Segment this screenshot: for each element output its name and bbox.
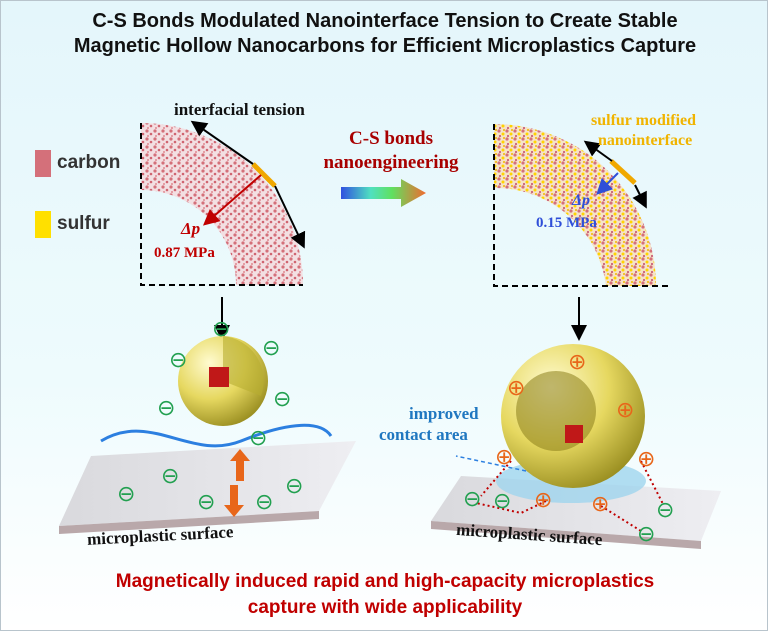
axis-dashed [493,124,669,287]
charge-pos: ⊕ [637,446,656,471]
footer-line-1: Magnetically induced rapid and high-capa… [115,571,655,592]
charge-neg: ⊖ [255,489,274,514]
carbon-shell-section [141,123,303,285]
charge-neg: ⊖ [285,473,304,498]
charge-neg: ⊖ [157,395,176,420]
cs-bonds-label: C-S bonds [349,128,433,149]
charge-neg: ⊖ [656,497,675,522]
magnetic-core [209,367,229,387]
carbon-swatch [35,150,51,177]
pressure-value: 0.87 MPa [154,245,215,261]
charge-neg: ⊖ [463,486,482,511]
tension-arrow [190,120,254,165]
footer-line-2: capture with wide applicability [247,597,523,618]
nanointerface-label: nanointerface [598,132,693,149]
title-line-2: Magnetic Hollow Nanocarbons for Efficien… [73,35,697,57]
contact-area-label: contact area [379,425,468,444]
sulfur-interface-marker [251,162,277,188]
title-line-1: C-S Bonds Modulated Nanointerface Tensio… [92,10,678,32]
charge-pos: ⊕ [591,491,610,516]
sulfur-carbon-shell-section [494,124,656,286]
charge-neg: ⊖ [637,521,656,546]
charge-neg: ⊖ [493,488,512,513]
interfacial-tension-label: interfacial tension [174,100,305,119]
magnetic-core [565,425,583,443]
tension-arrow [632,184,647,209]
nanoengineering-label: nanoengineering [323,152,459,173]
improved-label: improved [409,404,479,423]
microplastic-slab [431,476,721,541]
charge-neg: ⊖ [161,463,180,488]
charge-neg: ⊖ [273,386,292,411]
charge-pos: ⊕ [495,444,514,469]
legend-carbon: carbon [57,152,121,173]
legend-sulfur: sulfur [57,213,110,234]
pressure-arrow [202,174,262,226]
sulfur-swatch [35,211,51,238]
charge-pos: ⊕ [568,349,587,374]
attraction-arrow [224,449,250,517]
charge-neg: ⊖ [117,481,136,506]
sulfur-modified-label: sulfur modified [591,112,697,129]
charge-neg: ⊖ [197,489,216,514]
axis-dashed [140,123,303,286]
charge-pos: ⊕ [507,375,526,400]
pressure-value: 0.15 MPa [536,215,597,231]
delta-p-label: Δp [572,192,591,209]
water-wave [100,423,333,448]
delta-p-label: Δp [181,219,201,238]
charge-pos: ⊕ [616,397,635,422]
pressure-arrow [596,172,619,195]
contact-arrow [455,455,527,472]
tension-arrow [274,185,306,249]
transform-arrow [341,179,426,207]
charge-neg: ⊖ [169,347,188,372]
microplastic-slab [59,441,356,526]
tension-arrow [583,140,613,162]
charge-neg: ⊖ [212,316,231,341]
sulfur-interface-marker [609,159,637,185]
charge-pos: ⊕ [534,487,553,512]
charge-neg: ⊖ [262,335,281,360]
charge-neg: ⊖ [249,425,268,450]
